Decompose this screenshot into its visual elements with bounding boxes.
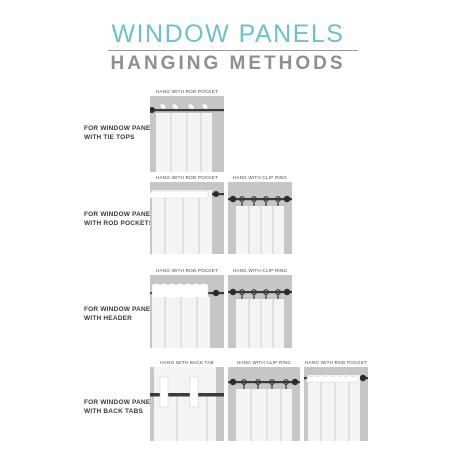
method-caption: HANG WITH BACK TAB <box>160 360 214 365</box>
title-divider <box>108 50 358 51</box>
row-label-rod-pockets: FOR WINDOW PANEL WITH ROD POCKETS <box>84 210 155 228</box>
row-label-tie-tops: FOR WINDOW PANEL WITH TIE TOPS <box>84 124 155 142</box>
method-caption: HANG WITH CLIP RING <box>236 360 292 365</box>
photo-rod-pocket <box>150 182 224 254</box>
row-label-line: FOR WINDOW PANEL <box>84 125 155 132</box>
row-label-line: WITH HEADER <box>84 315 133 322</box>
method-caption: HANG WITH ROD POCKET <box>156 175 218 180</box>
page-subtitle: HANGING METHODS <box>110 53 346 74</box>
photo-header-rod-pocket <box>150 275 224 348</box>
photo-back-tab <box>150 367 224 441</box>
method-caption: HANG WITH CLIP RING <box>232 268 288 273</box>
method-caption: HANG WITH ROD POCKET <box>156 89 218 94</box>
photo-back-tab-clip-ring <box>228 367 300 441</box>
photo-tie-top-rod-pocket <box>150 96 224 172</box>
method-caption: HANG WITH CLIP RING <box>232 175 288 180</box>
row-label-line: FOR WINDOW PANELS <box>84 399 160 406</box>
method-caption: HANG WITH ROD POCKET <box>305 360 367 365</box>
row-label-header: FOR WINDOW PANELS WITH HEADER <box>84 305 159 323</box>
row-label-line: WITH BACK TABS <box>84 408 144 415</box>
photo-header-clip-ring <box>228 275 292 348</box>
row-label-line: FOR WINDOW PANELS <box>84 306 160 313</box>
photo-clip-ring <box>228 182 292 254</box>
row-label-line: WITH ROD POCKETS <box>84 220 154 227</box>
row-label-line: WITH TIE TOPS <box>84 134 135 141</box>
photo-back-tab-rod-pocket <box>304 367 368 441</box>
method-caption: HANG WITH ROD POCKET <box>156 268 218 273</box>
row-label-line: FOR WINDOW PANEL <box>84 211 155 218</box>
page-title: WINDOW PANELS <box>111 20 345 48</box>
row-label-back-tabs: FOR WINDOW PANELS WITH BACK TABS <box>84 398 159 416</box>
